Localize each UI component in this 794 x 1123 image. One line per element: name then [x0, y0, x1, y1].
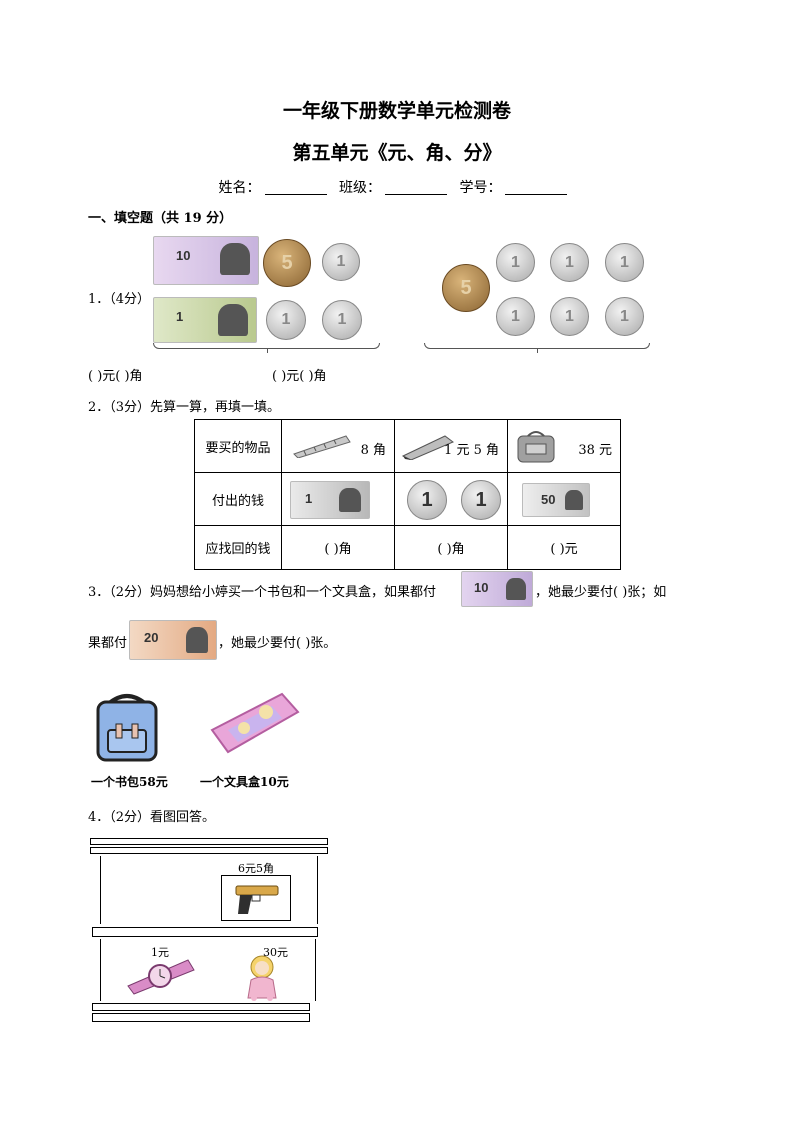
one-jiao-coin: 1	[550, 243, 589, 282]
five-jiao-coin: 5	[442, 264, 490, 312]
schoolbag-icon	[96, 694, 158, 762]
toy-gun-box	[221, 875, 291, 921]
q3-label: 3．（2分）妈妈想给小婷买一个书包和一个文具盒，如果都付	[88, 585, 437, 600]
change-answer-2[interactable]: ( )角	[394, 525, 508, 570]
row-header-change: 应找回的钱	[194, 525, 282, 570]
one-yuan-coin: 1	[407, 480, 447, 520]
portrait-icon	[339, 488, 361, 512]
doll-icon	[247, 955, 277, 1001]
page-title: 一年级下册数学单元检测卷	[282, 100, 511, 122]
pencil-case-icon	[210, 692, 300, 754]
id-label: 学号：	[459, 180, 502, 196]
q1-label: 1．（4分）	[88, 292, 151, 307]
row-header-paid: 付出的钱	[194, 472, 282, 526]
toy-gun-icon	[235, 885, 279, 914]
pen-price: 1 元 5 角	[444, 443, 499, 458]
one-jiao-coin: 1	[322, 300, 362, 340]
portrait-icon	[186, 627, 208, 653]
class-label: 班级：	[339, 180, 381, 196]
q1-answer-left[interactable]: ( )元( )角	[88, 369, 143, 384]
five-jiao-coin: 5	[263, 239, 311, 287]
item-pen: 1 元 5 角	[394, 419, 508, 473]
id-blank[interactable]	[505, 182, 568, 195]
doll-price: 30元	[263, 946, 288, 959]
paid-note-cell: 1	[281, 472, 395, 526]
portrait-icon	[565, 490, 583, 510]
name-blank[interactable]	[264, 182, 327, 195]
pencil-case-icon	[401, 435, 454, 460]
gun-price: 6元5角	[238, 862, 274, 875]
right-brace	[424, 343, 650, 353]
one-yuan-note: 1	[290, 481, 370, 519]
watch-price: 1元	[151, 946, 169, 959]
q1-answer-right[interactable]: ( )元( )角	[272, 369, 327, 384]
case-caption: 一个文具盒10元	[200, 775, 289, 789]
ruler-price: 8 角	[360, 443, 386, 458]
q3-mid-text[interactable]: ，她最少要付( )张；如	[535, 585, 667, 600]
name-label: 姓名：	[218, 180, 261, 196]
ten-yuan-note: 10	[461, 571, 533, 607]
section-heading: 一、填空题（共 19 分）	[88, 211, 233, 226]
q2-table: 要买的物品 8 角 1 元 5 角 38 元 付出的钱	[194, 419, 621, 570]
left-brace	[153, 343, 380, 353]
class-blank[interactable]	[385, 182, 447, 195]
bag-price: 38 元	[578, 443, 612, 458]
fifty-yuan-note: 50	[522, 483, 590, 517]
change-answer-3[interactable]: ( )元	[507, 525, 621, 570]
watch-icon	[127, 959, 195, 995]
one-yuan-coin: 1	[461, 480, 501, 520]
portrait-icon	[218, 304, 248, 336]
change-answer-1[interactable]: ( )角	[281, 525, 395, 570]
page-subtitle: 第五单元《元、角、分》	[292, 142, 502, 164]
one-jiao-coin: 1	[550, 297, 589, 336]
q3-line2-end[interactable]: ，她最少要付( )张。	[218, 636, 337, 651]
one-jiao-coin: 1	[496, 297, 535, 336]
student-info-row: 姓名： 班级： 学号：	[0, 177, 794, 197]
q4-label: 4．（2分）看图回答。	[88, 810, 216, 825]
one-yuan-note: 1	[153, 297, 257, 343]
one-jiao-coin: 1	[605, 297, 644, 336]
portrait-icon	[506, 578, 526, 600]
q3-line2-start: 果都付	[88, 636, 128, 651]
ten-yuan-note: 10	[153, 236, 259, 285]
schoolbag-icon	[517, 431, 555, 463]
item-ruler: 8 角	[281, 419, 395, 473]
one-jiao-coin: 1	[496, 243, 535, 282]
row-header-items: 要买的物品	[194, 419, 282, 473]
paid-fifty-cell: 50	[507, 472, 621, 526]
item-bag: 38 元	[507, 419, 621, 473]
one-jiao-coin: 1	[605, 243, 644, 282]
ruler-icon	[293, 435, 351, 458]
one-jiao-coin: 1	[322, 243, 360, 281]
q2-label: 2．（3分）先算一算，再填一填。	[88, 400, 281, 415]
one-jiao-coin: 1	[266, 300, 306, 340]
twenty-yuan-note: 20	[129, 620, 217, 660]
portrait-icon	[220, 243, 250, 275]
bag-caption: 一个书包58元	[91, 775, 168, 789]
paid-coins-cell: 1 1	[394, 472, 508, 526]
